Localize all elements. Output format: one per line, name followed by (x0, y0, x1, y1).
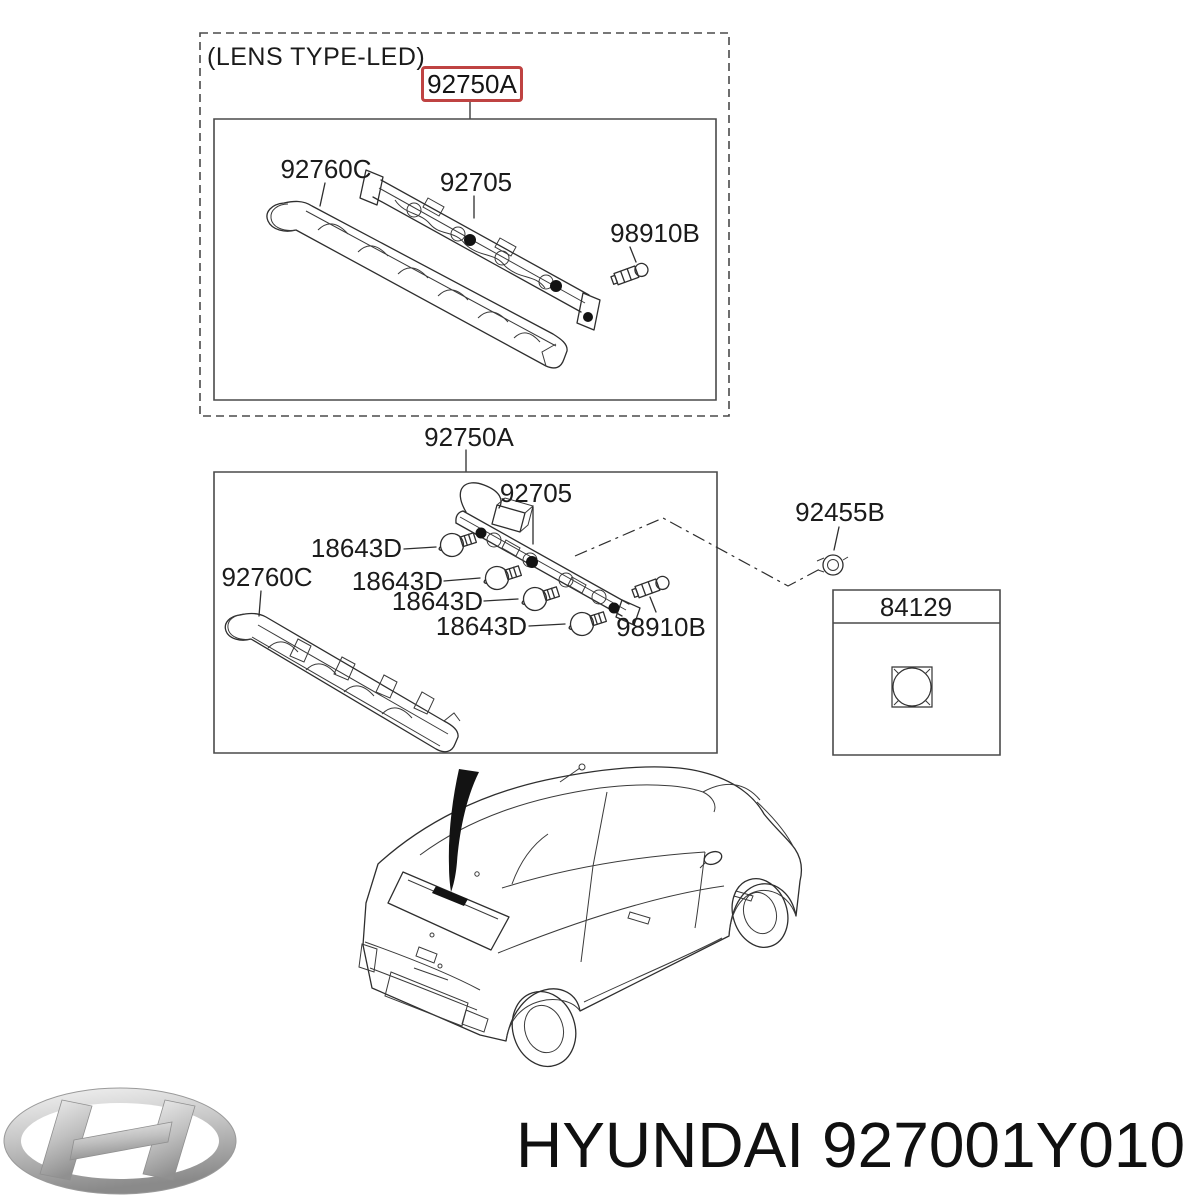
main-socket-bulb-drawing (630, 573, 672, 601)
highlighted-part-ref: 92750A (421, 66, 523, 102)
bulb-drawing-2 (479, 558, 525, 594)
top-lens-drawing (267, 201, 567, 368)
main-leader-lines (259, 507, 839, 626)
main-label-socket-bulb: 98910B (616, 612, 706, 642)
car-drawing (359, 764, 801, 1075)
panel-box-drawing (833, 590, 1000, 755)
top-leader-lines (320, 183, 636, 262)
part-number: 927001Y010 (822, 1109, 1186, 1181)
label-panel: 84129 (879, 592, 953, 622)
main-lens-drawing (225, 613, 460, 751)
main-label-bulb-4: 18643D (435, 611, 527, 641)
brand-name: HYUNDAI (516, 1109, 805, 1181)
top-label-bulb-holder: 92705 (439, 167, 513, 197)
main-bulb-holder-drawing (456, 483, 640, 625)
top-label-socket-bulb: 98910B (610, 218, 700, 248)
top-label-lens: 92760C (280, 154, 372, 184)
top-bulb-holder-drawing (360, 170, 600, 330)
highlighted-part-ref-text: 92750A (427, 69, 517, 99)
main-part-ref: 92750A (424, 422, 514, 452)
high-mount-lamp-location (432, 886, 468, 906)
label-screw: 92455B (795, 497, 885, 527)
lens-type-dashed-box (200, 33, 729, 416)
main-label-bulb-2: 18643D (351, 566, 443, 596)
top-socket-bulb-drawing (609, 260, 651, 288)
screw-reference-dash-line (575, 518, 820, 586)
lens-type-note: (LENS TYPE-LED) (207, 43, 426, 71)
top-assembly-box (214, 119, 716, 400)
main-label-bulb-3: 18643D (391, 586, 483, 616)
bulb-drawing-4 (564, 604, 610, 640)
screw-drawing (817, 555, 848, 575)
hyundai-logo (4, 1088, 236, 1194)
main-assembly-box (214, 472, 717, 753)
main-label-bulb-1: 18643D (310, 533, 402, 563)
location-arrow (448, 769, 479, 892)
main-label-bulb-holder: 92705 (499, 478, 573, 508)
main-label-lens: 92760C (221, 562, 313, 592)
bulb-drawing-3 (517, 579, 563, 615)
